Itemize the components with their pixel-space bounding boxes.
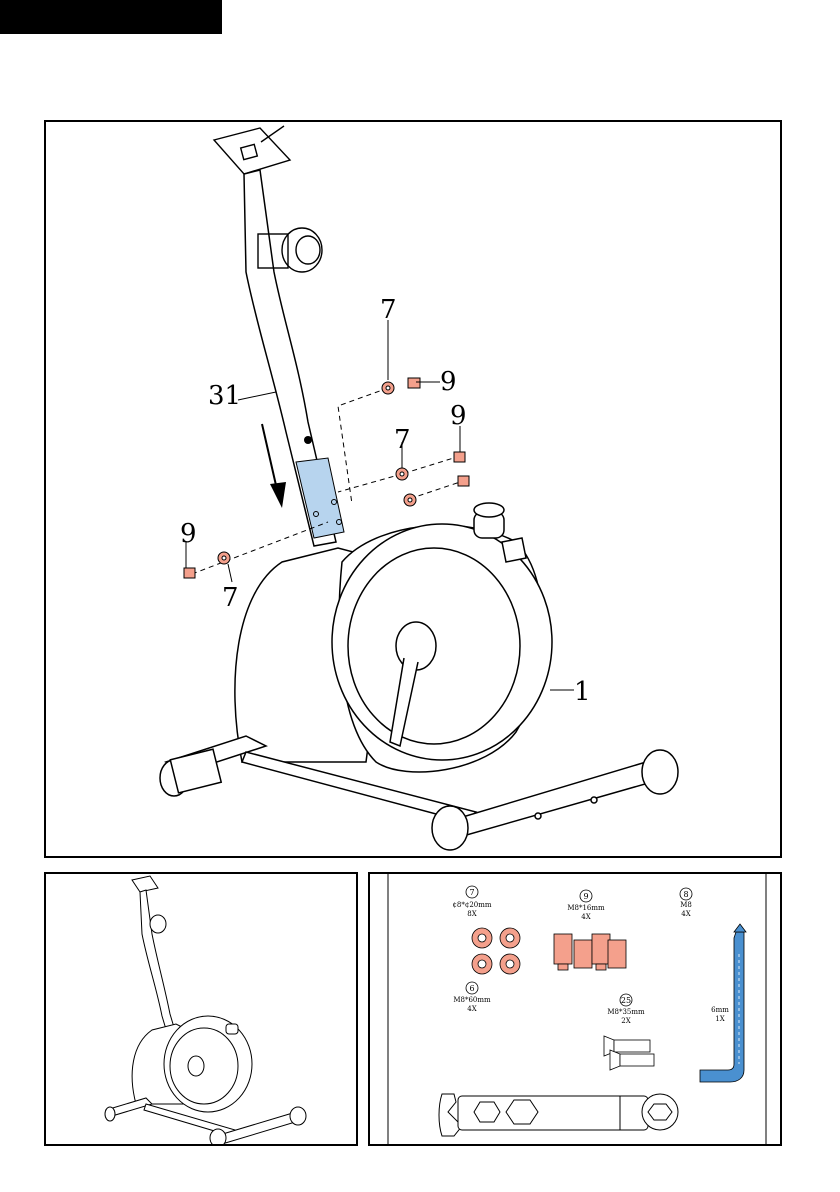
part-25-qty: 2X	[621, 1017, 630, 1025]
allen-key-qty: 1X	[715, 1015, 724, 1023]
assembly-drawing: 31 7 9 9 7 9 7 1	[46, 122, 780, 856]
header-bar	[0, 0, 222, 34]
part-7-qty: 8X	[467, 910, 476, 918]
part-9-spec: M8*16mm	[567, 904, 605, 912]
assembled-preview	[44, 872, 358, 1146]
part-9-qty: 4X	[581, 913, 590, 921]
part-8-qty: 4X	[681, 910, 690, 918]
callout-31: 31	[208, 381, 241, 411]
callout-7-mid: 7	[394, 425, 411, 455]
part-8-spec: M8	[680, 901, 692, 909]
part-6-number: 6	[469, 984, 474, 993]
part-6-spec: M8*60mm	[453, 996, 491, 1004]
part-6-qty: 4X	[467, 1005, 476, 1013]
assembled-preview-drawing	[46, 874, 356, 1144]
part-8-nuts: 8 M8 4X	[680, 888, 692, 918]
callout-9-right: 9	[450, 401, 467, 431]
callout-7-top: 7	[380, 295, 397, 325]
part-6-bolts: 6 M8*60mm 4X	[453, 982, 491, 1013]
allen-key: 6mm 1X	[700, 924, 746, 1082]
part-9-number: 9	[583, 892, 588, 901]
allen-key-size: 6mm	[711, 1006, 729, 1014]
part-7-spec: ¢8*¢20mm	[452, 901, 491, 909]
seat-post-31	[244, 170, 344, 546]
part-9-bolts: 9 M8*16mm 4X	[554, 890, 626, 970]
part-25-spec: M8*35mm	[607, 1008, 645, 1016]
hardware-pack-panel: 7 ¢8*¢20mm 8X 9 M8*16mm 4X	[368, 872, 782, 1146]
insert-arrow	[262, 424, 286, 508]
combination-wrench	[439, 1094, 678, 1136]
bike-frame-1	[235, 503, 552, 772]
part-8-number: 8	[683, 890, 688, 899]
part-7-washers: 7 ¢8*¢20mm 8X	[452, 886, 520, 974]
callout-9-top: 9	[440, 367, 457, 397]
hardware-pack-drawing: 7 ¢8*¢20mm 8X 9 M8*16mm 4X	[370, 874, 780, 1144]
assembly-figure: 31 7 9 9 7 9 7 1	[44, 120, 782, 858]
callout-1: 1	[574, 677, 591, 707]
seat-post-top-plate	[214, 126, 290, 174]
callout-7-left: 7	[222, 583, 239, 613]
callout-9-left: 9	[180, 519, 197, 549]
part-25-number: 25	[621, 996, 631, 1005]
part-25-bolts: 25 M8*35mm 2X	[604, 994, 654, 1070]
part-7-number: 7	[469, 888, 474, 897]
